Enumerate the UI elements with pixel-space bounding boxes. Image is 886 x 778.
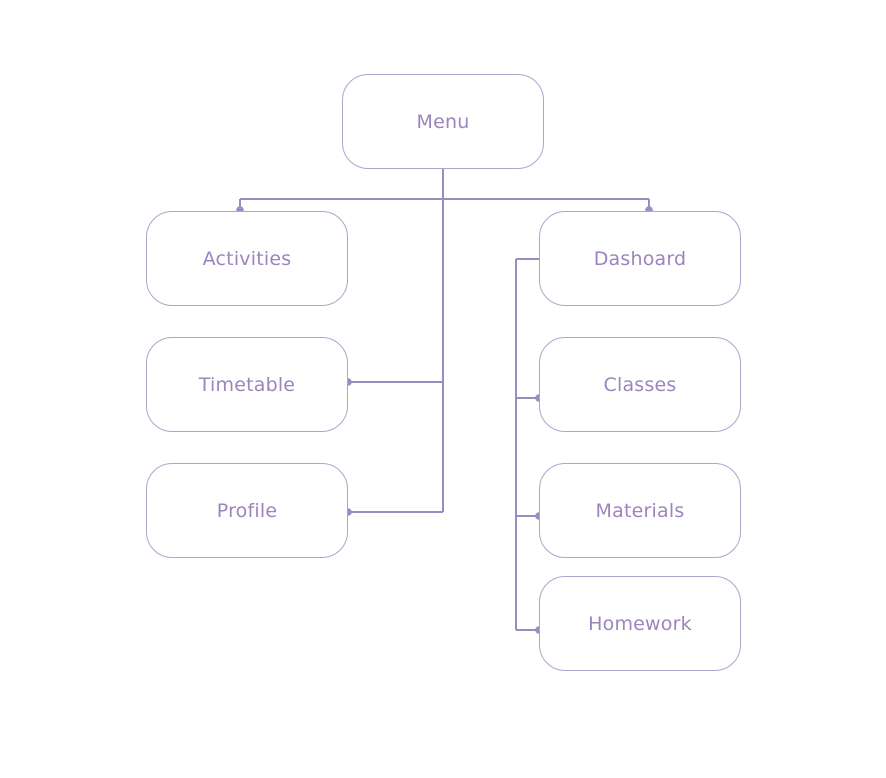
node-profile-label: Profile <box>216 499 278 522</box>
node-activities[interactable]: Activities <box>146 211 348 306</box>
node-materials-label: Materials <box>595 499 685 522</box>
node-classes[interactable]: Classes <box>539 337 741 432</box>
node-materials[interactable]: Materials <box>539 463 741 558</box>
node-classes-label: Classes <box>603 373 677 396</box>
node-homework-label: Homework <box>588 612 692 635</box>
node-dashboard-label: Dashoard <box>593 247 687 270</box>
node-menu[interactable]: Menu <box>342 74 544 169</box>
node-timetable[interactable]: Timetable <box>146 337 348 432</box>
node-dashboard[interactable]: Dashoard <box>539 211 741 306</box>
node-timetable-label: Timetable <box>198 373 296 396</box>
node-menu-label: Menu <box>416 110 470 133</box>
node-profile[interactable]: Profile <box>146 463 348 558</box>
node-homework[interactable]: Homework <box>539 576 741 671</box>
node-activities-label: Activities <box>202 247 292 270</box>
